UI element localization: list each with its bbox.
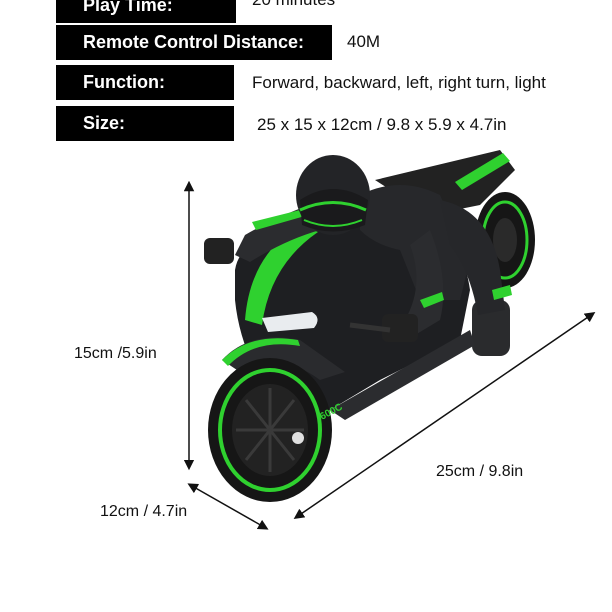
spec-label-remote-distance: Remote Control Distance: xyxy=(56,25,332,60)
spec-label-function: Function: xyxy=(56,65,234,100)
width-arrow xyxy=(187,483,269,530)
spec-label-play-time: Play Time: xyxy=(56,0,236,23)
spec-label-size: Size: xyxy=(56,106,234,141)
spec-value-remote-distance: 40M xyxy=(347,32,381,51)
front-wheel xyxy=(208,358,332,502)
width-dimension-label: 12cm / 4.7in xyxy=(100,503,188,520)
length-arrow xyxy=(293,312,596,519)
length-dimension-label: 25cm / 9.8in xyxy=(436,463,524,480)
rc-motorcycle: 600C xyxy=(204,150,535,502)
rider-right-arm xyxy=(405,230,444,335)
rider-left-arm xyxy=(235,205,320,262)
spec-value-function: Forward, backward, left, right turn, lig… xyxy=(252,73,546,92)
green-stripe xyxy=(245,225,318,325)
rider-left-glove xyxy=(204,238,234,264)
spec-value-play-time: 20 minutes xyxy=(252,0,335,10)
helmet xyxy=(296,155,370,235)
headlight xyxy=(262,312,318,332)
rider-right-glove xyxy=(382,314,418,342)
rider-leg xyxy=(440,200,505,315)
spec-value-size: 25 x 15 x 12cm / 9.8 x 5.9 x 4.7in xyxy=(257,115,507,134)
height-dimension-label: 15cm /5.9in xyxy=(74,345,157,362)
